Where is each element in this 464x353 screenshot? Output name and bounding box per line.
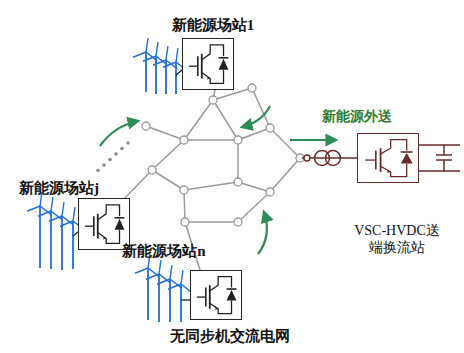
- power-flow-arrow: [258, 212, 267, 254]
- wind-turbine: [153, 46, 177, 94]
- wind-turbine: [135, 254, 159, 320]
- grid-line: [237, 140, 239, 182]
- bus-node: [234, 218, 242, 226]
- converter-station: VSC-HVDC送端换流站: [357, 133, 419, 183]
- ellipsis-dot: [108, 158, 112, 162]
- bus-node: [248, 84, 256, 92]
- bus-node: [266, 188, 274, 196]
- wind-turbine: [27, 192, 51, 268]
- wind-turbine: [38, 197, 62, 269]
- grid-line: [238, 128, 270, 140]
- bus-node: [209, 96, 217, 104]
- station-label: 新能源场站1: [172, 16, 255, 34]
- bus-node: [234, 136, 242, 144]
- grid-line: [152, 140, 184, 170]
- bus-node: [142, 122, 150, 130]
- turbine-cable: [181, 299, 190, 300]
- wind-turbine: [168, 270, 192, 322]
- wind-turbine: [143, 42, 167, 94]
- wind-turbine: [157, 265, 181, 322]
- power-station: 新能源场站j: [78, 198, 130, 250]
- terminal: [304, 155, 310, 161]
- station-label: VSC-HVDC送端换流站: [351, 223, 443, 257]
- bus-node: [181, 218, 189, 226]
- feeder-line: [125, 170, 152, 198]
- station-label: 新能源场站j: [19, 179, 99, 197]
- wind-turbine: [49, 202, 73, 270]
- grid-line: [184, 190, 185, 222]
- grid-line: [152, 170, 184, 190]
- power-flow-arrow: [242, 106, 270, 127]
- grid-outline: [0, 0, 340, 330]
- transformer-symbol: [326, 151, 341, 166]
- grid-line: [184, 139, 238, 141]
- bus-node: [180, 186, 188, 194]
- igbt-symbol: [191, 271, 240, 318]
- wind-turbine: [146, 260, 170, 322]
- grid-region: 无同步机交流电网新能源场站1新能源场站j新能源场站n: [0, 0, 302, 330]
- ellipsis-dot: [96, 169, 100, 173]
- grid-line: [184, 182, 238, 190]
- bus-node: [266, 124, 274, 132]
- power-station: 新能源场站n: [190, 270, 242, 320]
- igbt-symbol: [183, 39, 232, 88]
- grid-line: [270, 128, 300, 158]
- station-label: 新能源场站n: [122, 242, 205, 260]
- region-title: 无同步机交流电网: [170, 327, 290, 345]
- power-station: 新能源场站1: [182, 38, 234, 90]
- dc-capacitor: [419, 145, 460, 171]
- grid-line: [146, 126, 184, 140]
- ellipsis-dot: [102, 163, 106, 167]
- ellipsis-dot: [126, 141, 130, 145]
- bus-node: [180, 136, 188, 144]
- grid-line: [270, 158, 300, 192]
- grid-line: [238, 182, 270, 192]
- bus-node: [234, 178, 242, 186]
- grid-line: [213, 100, 238, 140]
- igbt-symbol: [79, 199, 128, 248]
- flow-label: 新能源外送: [322, 109, 392, 126]
- igbt-symbol: [358, 134, 417, 181]
- ellipsis-dot: [114, 152, 118, 156]
- power-flow-arrow: [100, 121, 138, 146]
- ellipsis-dot: [120, 147, 124, 151]
- bus-node: [148, 166, 156, 174]
- grid-line: [185, 221, 238, 223]
- grid-line: [184, 100, 213, 140]
- power-flow-arrow: [290, 139, 336, 141]
